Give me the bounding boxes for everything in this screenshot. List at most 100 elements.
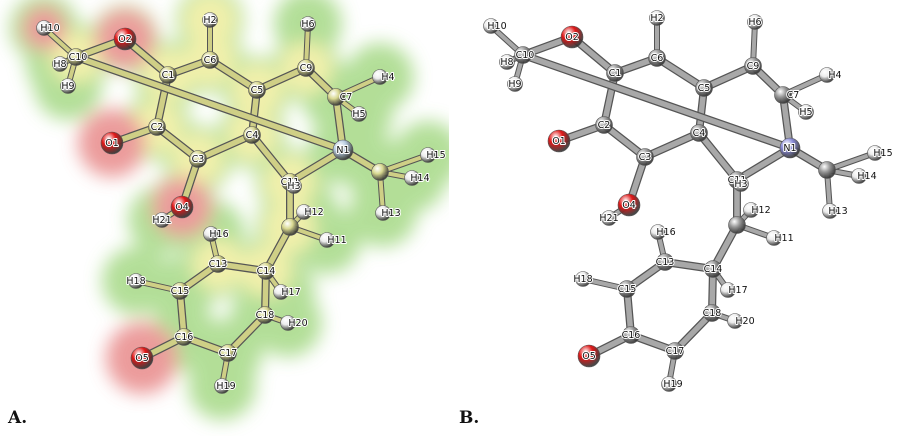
- bond-highlight: [249, 132, 293, 185]
- bond-highlight: [287, 147, 346, 185]
- bond-highlight: [734, 145, 793, 183]
- atom-c15: [618, 280, 636, 298]
- atom-label-c11: C11: [728, 175, 747, 186]
- atom-c16: [622, 326, 640, 344]
- bond-highlight: [696, 130, 740, 183]
- bond-highlight: [195, 132, 255, 162]
- atom-h12: [743, 202, 759, 218]
- atom-label-h14: H14: [857, 171, 876, 182]
- atom-label-h6: H6: [748, 17, 761, 28]
- atom-labels: C1C2C3C4C5C6C9C7N1C10C11C13C14C15C16C17C…: [486, 12, 893, 391]
- atom-h9: [60, 78, 76, 94]
- atom-label-h11: H11: [774, 233, 793, 244]
- atom-label-h19: H19: [216, 381, 235, 392]
- atom-label-h11: H11: [327, 235, 346, 246]
- atom-h3: [733, 176, 749, 192]
- atom-label-c13: C13: [209, 259, 228, 270]
- atom-label-c11: C11: [281, 177, 300, 188]
- atom-c1: [606, 64, 624, 82]
- bond-highlight: [73, 54, 346, 153]
- atom-o4: [617, 193, 641, 217]
- atom-label-c18: C18: [703, 308, 722, 319]
- atom-label-h6: H6: [301, 19, 314, 30]
- atom-label-h2: H2: [650, 13, 663, 24]
- atom-c9: [744, 57, 762, 75]
- atom-labels: C1C2C3C4C5C6C9C7N1C10C11C13C14C15C16C17C…: [39, 14, 446, 393]
- atom-label-h19: H19: [663, 379, 682, 390]
- atom-h20: [727, 313, 743, 329]
- atom-label-h12: H12: [304, 207, 323, 218]
- atom-bridge-carbon: [728, 216, 746, 234]
- atom-label-n1: N1: [783, 143, 796, 154]
- atom-label-h10: H10: [487, 21, 506, 32]
- atom-o5: [130, 346, 154, 370]
- atom-h19: [214, 378, 230, 394]
- atom-label-o4: O4: [175, 202, 189, 213]
- atom-h4: [372, 69, 388, 85]
- atom-c17: [666, 342, 684, 360]
- atom-label-c9: C9: [747, 61, 760, 72]
- molecule-ball-and-stick-view: C1C2C3C4C5C6C9C7N1C10C11C13C14C15C16C17C…: [483, 10, 894, 392]
- atom-label-c14: C14: [257, 266, 276, 277]
- atom-h21: [601, 210, 617, 226]
- atom-label-c18: C18: [256, 310, 275, 321]
- atom-c7: [327, 88, 345, 106]
- atom-h18: [575, 271, 591, 287]
- bond-highlight: [520, 52, 793, 151]
- atom-label-c4: C4: [246, 130, 259, 141]
- bond-highlight: [207, 57, 260, 93]
- atom-label-h3: H3: [287, 181, 300, 192]
- atom-c4: [690, 124, 708, 142]
- atom-label-c5: C5: [698, 83, 711, 94]
- atom-label-h20: H20: [735, 316, 754, 327]
- atom-label-c9: C9: [300, 63, 313, 74]
- atom-c13: [656, 253, 674, 271]
- atom-h15: [420, 147, 436, 163]
- atom-h3: [286, 178, 302, 194]
- atom-o4: [170, 195, 194, 219]
- atom-label-h16: H16: [209, 229, 228, 240]
- atom-o5: [577, 344, 601, 368]
- atom-c13: [209, 255, 227, 273]
- atom-c10: [514, 46, 532, 64]
- atom-label-h9: H9: [61, 81, 74, 92]
- atom-c16: [175, 328, 193, 346]
- atom-h5: [351, 106, 367, 122]
- atom-label-h15: H15: [426, 150, 445, 161]
- atom-h6: [747, 14, 763, 30]
- atom-n1: [779, 137, 801, 159]
- atom-o2: [560, 25, 584, 49]
- atom-o1: [100, 131, 124, 155]
- atom-label-o1: O1: [105, 138, 119, 149]
- atom-label-c13: C13: [656, 257, 675, 268]
- bond-highlight: [254, 65, 309, 93]
- atom-c15: [171, 282, 189, 300]
- molecule-surface-view: C1C2C3C4C5C6C9C7N1C10C11C13C14C15C16C17C…: [10, 0, 449, 420]
- atom-h2: [202, 12, 218, 28]
- atom-h11: [766, 230, 782, 246]
- bonds: [488, 15, 878, 387]
- atom-label-h13: H13: [381, 208, 400, 219]
- atom-label-h5: H5: [799, 107, 812, 118]
- atom-h18: [128, 273, 144, 289]
- atom-c10: [67, 48, 85, 66]
- atom-h4: [819, 67, 835, 83]
- atom-c3: [189, 150, 207, 168]
- atom-label-c10: C10: [516, 50, 535, 61]
- atom-h8: [52, 56, 68, 72]
- atom-label-h12: H12: [751, 205, 770, 216]
- atom-h8: [499, 54, 515, 70]
- atom-label-h8: H8: [500, 57, 513, 68]
- atom-label-h21: H21: [599, 213, 618, 224]
- atom-label-c5: C5: [251, 85, 264, 96]
- atom-label-o5: O5: [582, 351, 596, 362]
- atom-label-h21: H21: [152, 215, 171, 226]
- atoms: [36, 12, 436, 394]
- atom-label-c1: C1: [609, 68, 622, 79]
- atom-n1: [332, 139, 354, 161]
- atom-label-h18: H18: [573, 274, 592, 285]
- atom-h13: [822, 203, 838, 219]
- atom-h17: [273, 284, 289, 300]
- atom-label-h20: H20: [288, 318, 307, 329]
- atoms: [483, 10, 883, 392]
